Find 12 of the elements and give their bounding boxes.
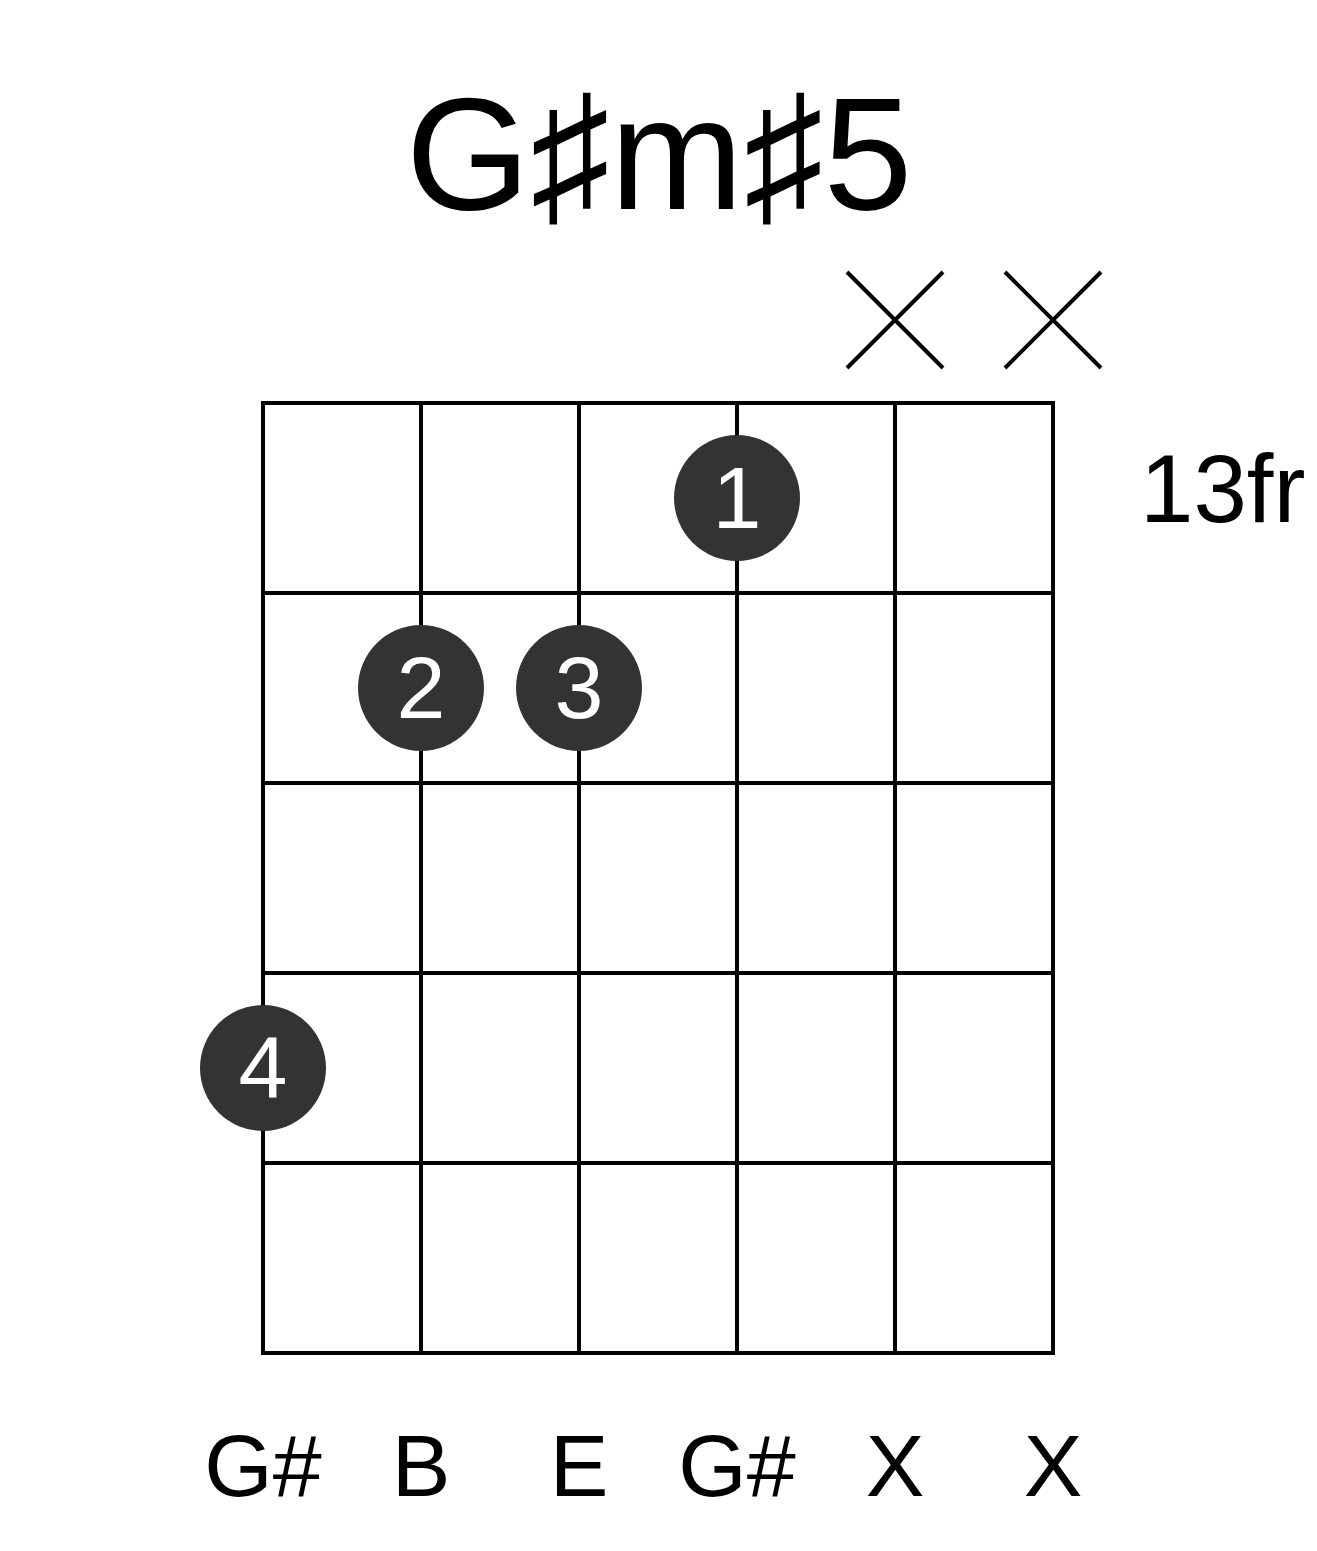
string-note-label: G# [678, 1422, 796, 1510]
finger-number: 2 [396, 644, 446, 732]
string-note-label: E [549, 1422, 609, 1510]
chord-title: G♯m♯5 [405, 74, 913, 234]
string-note-label: G# [204, 1422, 322, 1510]
finger-number: 4 [238, 1024, 288, 1112]
string-note-label: B [391, 1422, 451, 1510]
fret-number: 13fr [1140, 441, 1306, 537]
finger-number: 3 [554, 644, 604, 732]
finger-number: 1 [712, 454, 762, 542]
string-note-label: X [865, 1422, 925, 1510]
string-note-label: X [1023, 1422, 1083, 1510]
